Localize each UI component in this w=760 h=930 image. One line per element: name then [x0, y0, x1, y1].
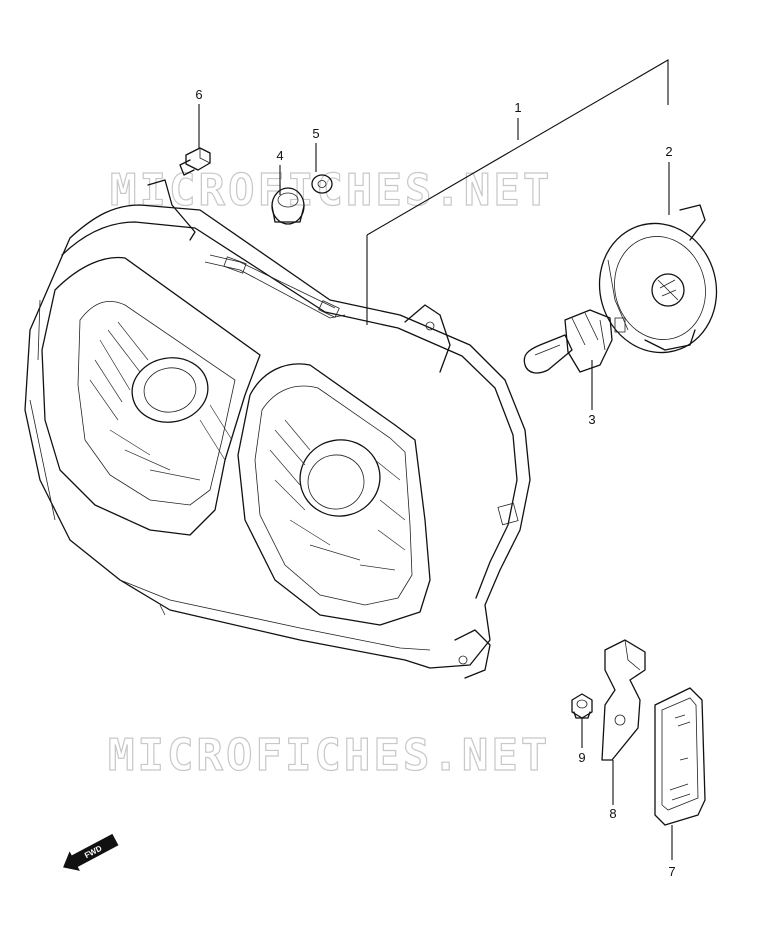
washer[interactable]: [311, 174, 333, 194]
headlight-assembly[interactable]: [24, 179, 531, 679]
reflector-bracket[interactable]: [601, 639, 646, 761]
leader-lines: [198, 59, 673, 860]
label-part-3: 3: [588, 412, 595, 427]
label-part-9: 9: [578, 750, 585, 765]
label-part-2: 2: [665, 144, 672, 159]
headlight-bulb[interactable]: [523, 309, 626, 374]
label-part-4: 4: [276, 148, 283, 163]
fwd-arrow-icon: FWD: [63, 833, 119, 871]
bulb-socket-cover[interactable]: [585, 204, 731, 366]
label-part-7: 7: [668, 864, 675, 879]
grommet[interactable]: [271, 187, 305, 225]
nut[interactable]: [571, 693, 593, 719]
reflector[interactable]: [654, 687, 706, 826]
watermark-bottom: MICROFICHES.NET: [108, 730, 550, 781]
bolt[interactable]: [179, 147, 211, 176]
label-part-8: 8: [609, 806, 616, 821]
label-part-6: 6: [195, 87, 202, 102]
label-part-1: 1: [514, 100, 521, 115]
label-part-5: 5: [312, 126, 319, 141]
